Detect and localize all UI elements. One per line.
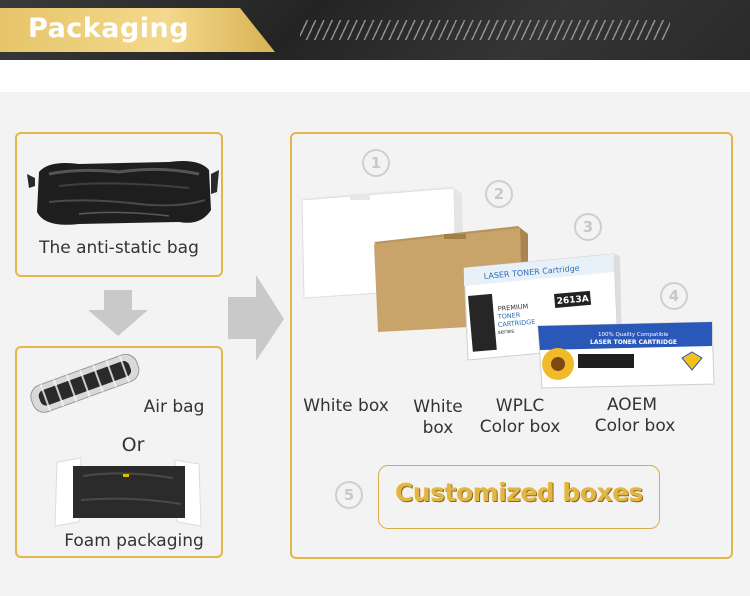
aoem-line2: Color box (594, 416, 676, 436)
antistatic-bag-label: The anti-static bag (39, 238, 199, 258)
or-label: Or (121, 434, 145, 456)
wplc-box-toner-text: TONER (496, 311, 521, 321)
aoem-line1: AOEM (606, 395, 658, 415)
number-4-icon: 4 (660, 282, 688, 310)
number-1-icon: 1 (362, 149, 390, 177)
white-box-2-line1: White (413, 397, 463, 417)
box-images: LASER TONER Cartridge PREMIUM TONER CART… (301, 186, 715, 389)
number-2-icon: 2 (485, 180, 513, 208)
down-arrow-icon (88, 290, 148, 336)
header-banner: Packaging (0, 0, 750, 60)
header-title-tab: Packaging (0, 8, 275, 52)
wplc-box-cartridge-text: CARTRIDGE (497, 318, 535, 329)
number-5-icon: 5 (335, 481, 363, 509)
airbag-label: Air bag (143, 397, 205, 417)
antistatic-bag-image (27, 161, 219, 225)
aoem-box-top-text: 100% Quality Compatible (598, 332, 669, 338)
wplc-line1: WPLC (495, 396, 545, 416)
foam-packaging-image (54, 457, 202, 527)
aoem-box-header-text: LASER TONER CARTRIDGE (590, 339, 677, 346)
page-title: Packaging (28, 13, 190, 44)
foam-packaging-label: Foam packaging (64, 531, 204, 551)
airbag-foam-panel: Air bag Or Foam packaging (15, 346, 223, 558)
wplc-box-model-text: 2613A (556, 294, 589, 307)
customized-boxes-frame: Customized boxes (378, 465, 660, 529)
decorative-stripes (300, 20, 670, 40)
antistatic-bag-panel: The anti-static bag (15, 132, 223, 277)
airbag-image (30, 353, 140, 413)
customized-boxes-label: Customized boxes (395, 478, 643, 507)
number-3-icon: 3 (574, 213, 602, 241)
wplc-box-series-text: series (498, 329, 515, 336)
right-arrow-icon (228, 275, 284, 361)
white-box-2-line2: box (422, 418, 454, 438)
white-box-label: White box (303, 396, 389, 416)
wplc-box-premium-text: PREMIUM (497, 302, 528, 313)
wplc-line2: Color box (479, 417, 561, 437)
